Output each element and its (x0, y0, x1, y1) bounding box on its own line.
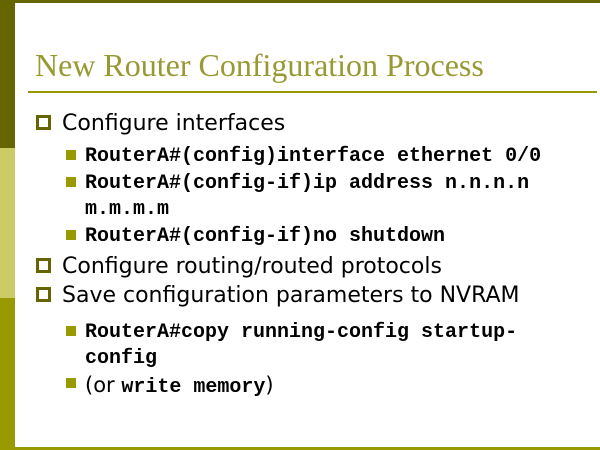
left-bar-segment-dark (0, 0, 15, 148)
hollow-square-bullet-icon (36, 287, 51, 302)
bottom-border-line (0, 447, 600, 450)
command-text: write memory (121, 376, 266, 399)
hollow-square-bullet-icon (36, 258, 51, 273)
filled-square-bullet-icon (66, 177, 76, 187)
slide-title: New Router Configuration Process (35, 47, 484, 83)
filled-square-bullet-icon (66, 326, 76, 336)
command-text: RouterA#(config)interface ethernet 0/0 (85, 145, 542, 168)
left-bar-segment-medium (0, 298, 15, 450)
bullet-text: Save configuration parameters to NVRAM (62, 283, 520, 308)
mixed-command-text: (or write memory) (85, 372, 274, 401)
filled-square-bullet-icon (66, 150, 76, 160)
command-text: RouterA#(config-if)ip address n.n.n.n m.… (85, 172, 530, 221)
bullet-text: Configure routing/routed protocols (62, 254, 442, 279)
title-underline-rule (28, 91, 597, 93)
left-bar-segment-light (0, 148, 15, 298)
filled-square-bullet-icon (66, 378, 76, 388)
paren-prefix-text: (or (85, 373, 122, 397)
filled-square-bullet-icon (66, 230, 76, 240)
paren-suffix-text: ) (265, 373, 274, 397)
command-text: RouterA#copy running-config startup-conf… (85, 321, 518, 370)
bullet-text: Configure interfaces (62, 111, 286, 136)
hollow-square-bullet-icon (36, 115, 51, 130)
top-border-line (0, 0, 600, 3)
left-accent-bar (0, 0, 15, 450)
command-text: RouterA#(config-if)no shutdown (85, 225, 446, 248)
